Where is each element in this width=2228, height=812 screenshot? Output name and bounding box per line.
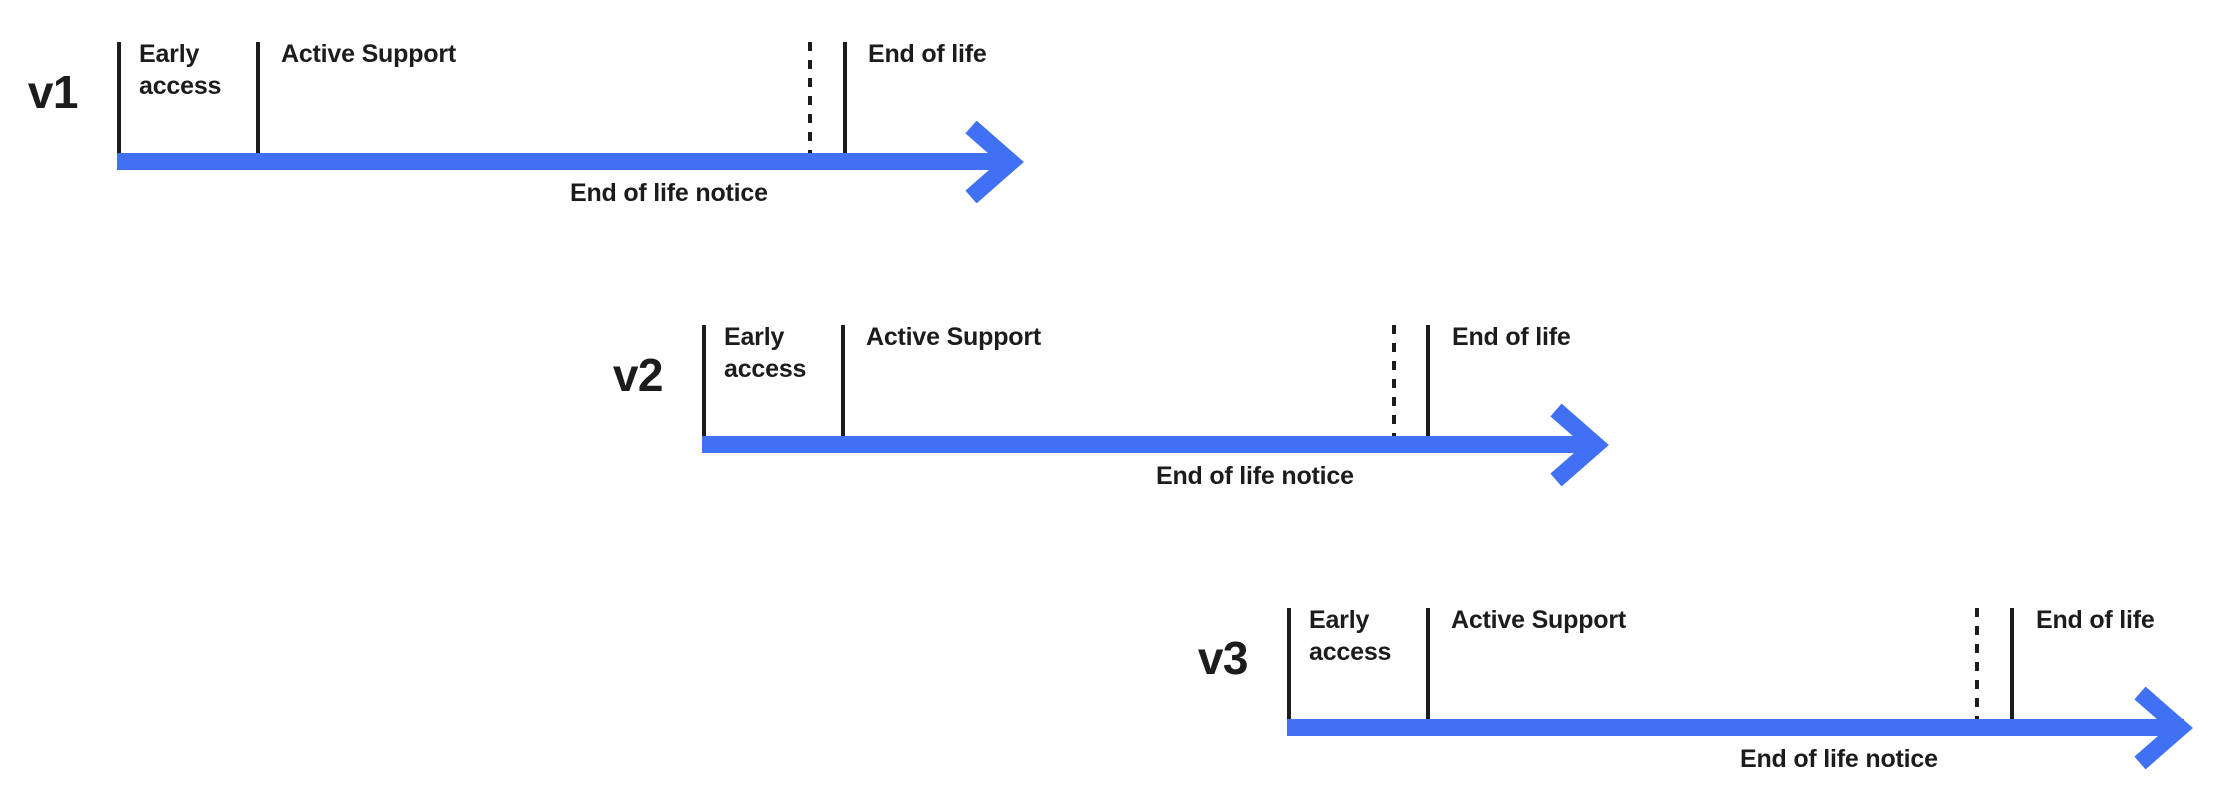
end-of-life-notice-marker xyxy=(808,42,812,153)
phase-label-early-access: Early access xyxy=(139,40,222,100)
phase-label-active-support: Active Support xyxy=(866,323,1041,351)
timeline-bar xyxy=(117,153,1014,170)
phase-divider-active-support-start xyxy=(256,42,260,153)
phase-divider-end-of-life-start xyxy=(1426,325,1430,436)
phase-label-early-access: Early access xyxy=(1309,606,1392,666)
version-label: v1 xyxy=(27,66,79,118)
timeline-arrow-head-icon xyxy=(1540,404,1622,486)
phase-divider-active-support-start xyxy=(841,325,845,436)
phase-divider-end-of-life-start xyxy=(843,42,847,153)
phase-label-end-of-life: End of life xyxy=(868,40,987,68)
phase-label-active-support: Active Support xyxy=(281,40,456,68)
phase-label-end-of-life: End of life xyxy=(2036,606,2155,634)
phase-label-early-access: Early access xyxy=(724,323,807,383)
timeline-arrow-head-icon xyxy=(2124,687,2206,769)
timeline-bar xyxy=(1287,719,2184,736)
phase-label-end-of-life: End of life xyxy=(1452,323,1571,351)
version-label: v3 xyxy=(1197,632,1249,684)
phase-divider-early-access-start xyxy=(702,325,706,436)
timeline-arrow-head-icon xyxy=(955,121,1037,203)
phase-label-active-support: Active Support xyxy=(1451,606,1626,634)
phase-divider-early-access-start xyxy=(1287,608,1291,719)
timeline-bar xyxy=(702,436,1599,453)
end-of-life-notice-label: End of life notice xyxy=(570,179,768,207)
phase-divider-active-support-start xyxy=(1426,608,1430,719)
end-of-life-notice-marker xyxy=(1392,325,1396,436)
version-label: v2 xyxy=(612,349,664,401)
end-of-life-notice-marker xyxy=(1975,608,1979,719)
phase-divider-end-of-life-start xyxy=(2010,608,2014,719)
end-of-life-notice-label: End of life notice xyxy=(1740,745,1938,773)
end-of-life-notice-label: End of life notice xyxy=(1156,462,1354,490)
phase-divider-early-access-start xyxy=(117,42,121,153)
